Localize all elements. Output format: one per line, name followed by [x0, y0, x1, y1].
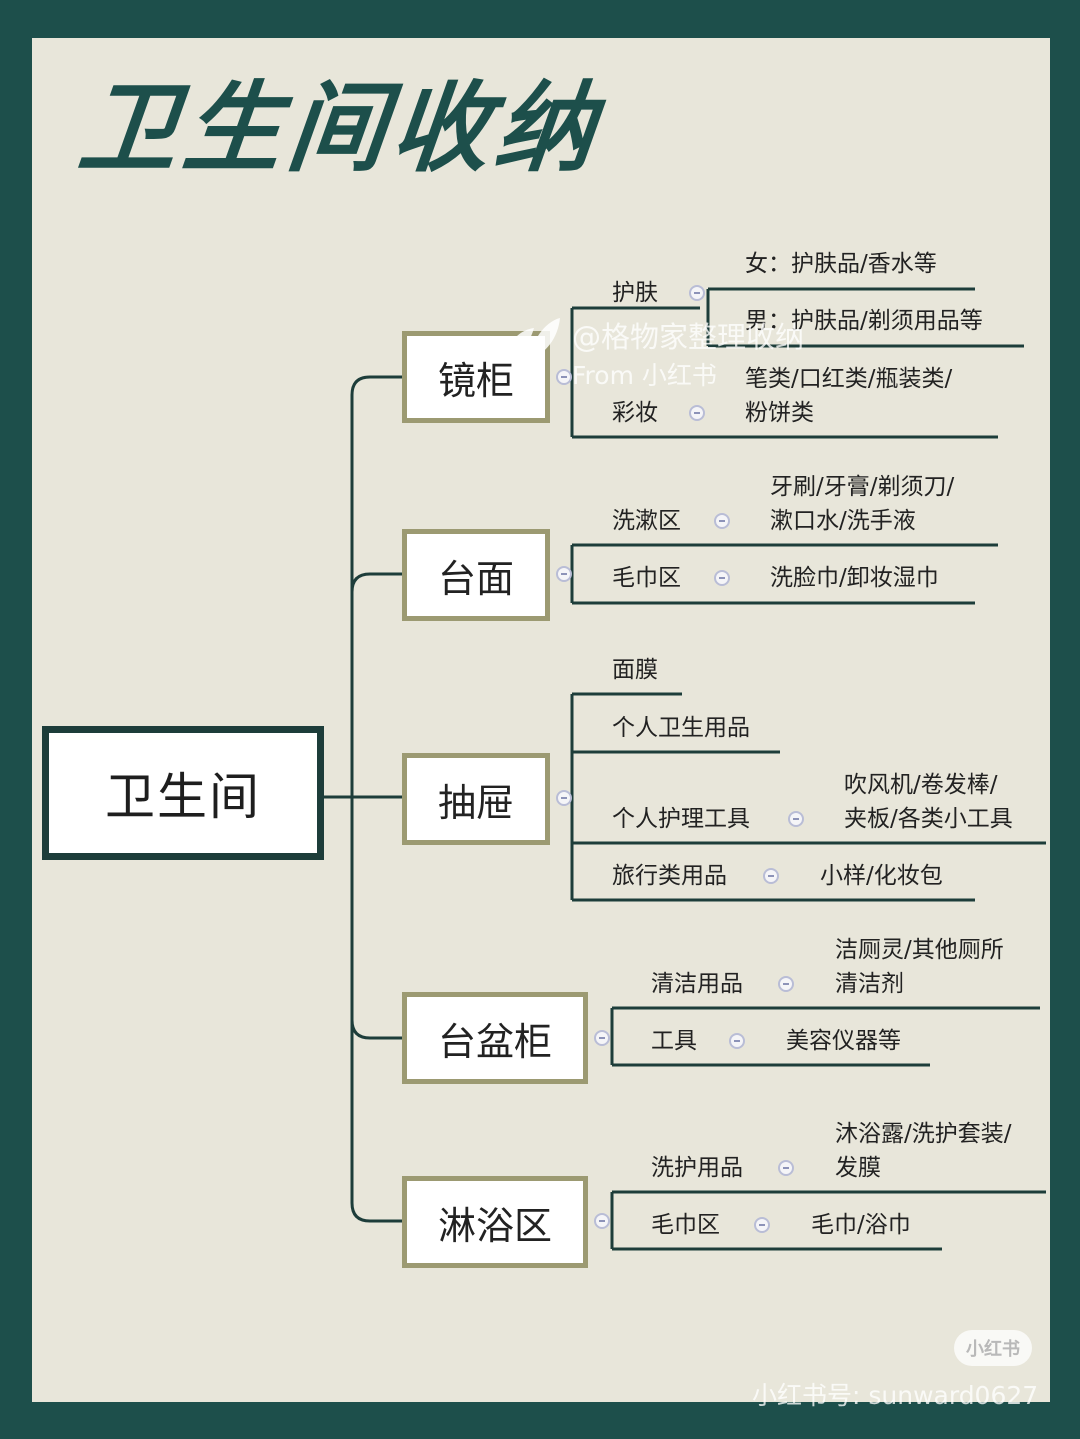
detail-text: 漱口水/洗手液 [770, 508, 916, 534]
detail-text: 夹板/各类小工具 [844, 806, 1013, 832]
category-taipengui[interactable]: 台盆柜 [402, 992, 588, 1084]
watermark-account: @格物家整理收纳 [572, 320, 805, 354]
category-jinggui[interactable]: 镜柜 [402, 331, 550, 423]
detail-text: 美容仪器等 [786, 1028, 901, 1054]
item-xihu[interactable]: 洗护用品 [651, 1155, 743, 1181]
item-hufu[interactable]: 护肤 [612, 280, 658, 306]
diagram-panel [32, 38, 1050, 1402]
item-gerenhuli[interactable]: 个人护理工具 [612, 806, 750, 832]
detail-text: 发膜 [835, 1155, 881, 1181]
collapse-toggle-icon[interactable] [714, 570, 730, 586]
xiaohongshu-logo-icon [507, 318, 560, 362]
detail-text: 洗脸巾/卸妆湿巾 [770, 565, 939, 591]
item-maojinqu[interactable]: 毛巾区 [612, 565, 681, 591]
collapse-toggle-icon[interactable] [594, 1030, 610, 1046]
item-gerenweisheng[interactable]: 个人卫生用品 [612, 715, 750, 741]
branch-connector-4 [350, 1019, 404, 1040]
detail-text: 清洁剂 [835, 971, 904, 997]
item-xishuqu[interactable]: 洗漱区 [612, 508, 681, 534]
watermark-footer: 小红书号: sunward0627 [752, 1381, 1039, 1410]
taimian-bracket [570, 543, 998, 605]
collapse-toggle-icon[interactable] [778, 976, 794, 992]
category-chouti[interactable]: 抽屉 [402, 753, 550, 845]
item-mianmo[interactable]: 面膜 [612, 657, 658, 683]
collapse-toggle-icon[interactable] [689, 405, 705, 421]
detail-text: 男：护肤品/剃须用品等 [745, 308, 983, 334]
collapse-toggle-icon[interactable] [729, 1033, 745, 1049]
item-maojinqu-2[interactable]: 毛巾区 [651, 1212, 720, 1238]
category-taimian[interactable]: 台面 [402, 529, 550, 621]
item-lvxing[interactable]: 旅行类用品 [612, 863, 727, 889]
collapse-toggle-icon[interactable] [714, 513, 730, 529]
detail-text: 女：护肤品/香水等 [745, 251, 937, 277]
collapse-toggle-icon[interactable] [689, 285, 705, 301]
trunk-spine [350, 375, 404, 1223]
detail-text: 洁厕灵/其他厕所 [835, 937, 1004, 963]
taipengui-bracket [610, 1006, 1040, 1067]
collapse-toggle-icon[interactable] [754, 1217, 770, 1233]
detail-text: 吹风机/卷发棒/ [844, 772, 998, 798]
item-gongju[interactable]: 工具 [651, 1028, 697, 1054]
collapse-toggle-icon[interactable] [556, 566, 572, 582]
root-node[interactable]: 卫生间 [42, 726, 324, 860]
detail-text: 粉饼类 [745, 400, 814, 426]
collapse-toggle-icon[interactable] [594, 1213, 610, 1229]
collapse-toggle-icon[interactable] [788, 811, 804, 827]
watermark-from: From 小红书 [572, 361, 717, 390]
chouti-bracket [570, 692, 1046, 902]
xiaohongshu-badge: 小红书 [954, 1330, 1032, 1366]
linyuqu-bracket [610, 1190, 1046, 1251]
detail-text: 小样/化妆包 [820, 863, 943, 889]
detail-text: 笔类/口红类/瓶装类/ [745, 366, 953, 392]
collapse-toggle-icon[interactable] [556, 369, 572, 385]
collapse-toggle-icon[interactable] [778, 1160, 794, 1176]
jinggui-bracket [570, 306, 998, 439]
collapse-toggle-icon[interactable] [763, 868, 779, 884]
hufu-bracket [706, 287, 1024, 348]
detail-text: 牙刷/牙膏/剃须刀/ [770, 474, 955, 500]
branch-connector-2 [350, 572, 404, 593]
detail-text: 沐浴露/洗护套装/ [835, 1121, 1012, 1147]
detail-text: 毛巾/浴巾 [811, 1212, 911, 1238]
item-qingjie[interactable]: 清洁用品 [651, 971, 743, 997]
item-caizhuang[interactable]: 彩妆 [612, 400, 658, 426]
collapse-toggle-icon[interactable] [556, 790, 572, 806]
category-linyuqu[interactable]: 淋浴区 [402, 1176, 588, 1268]
